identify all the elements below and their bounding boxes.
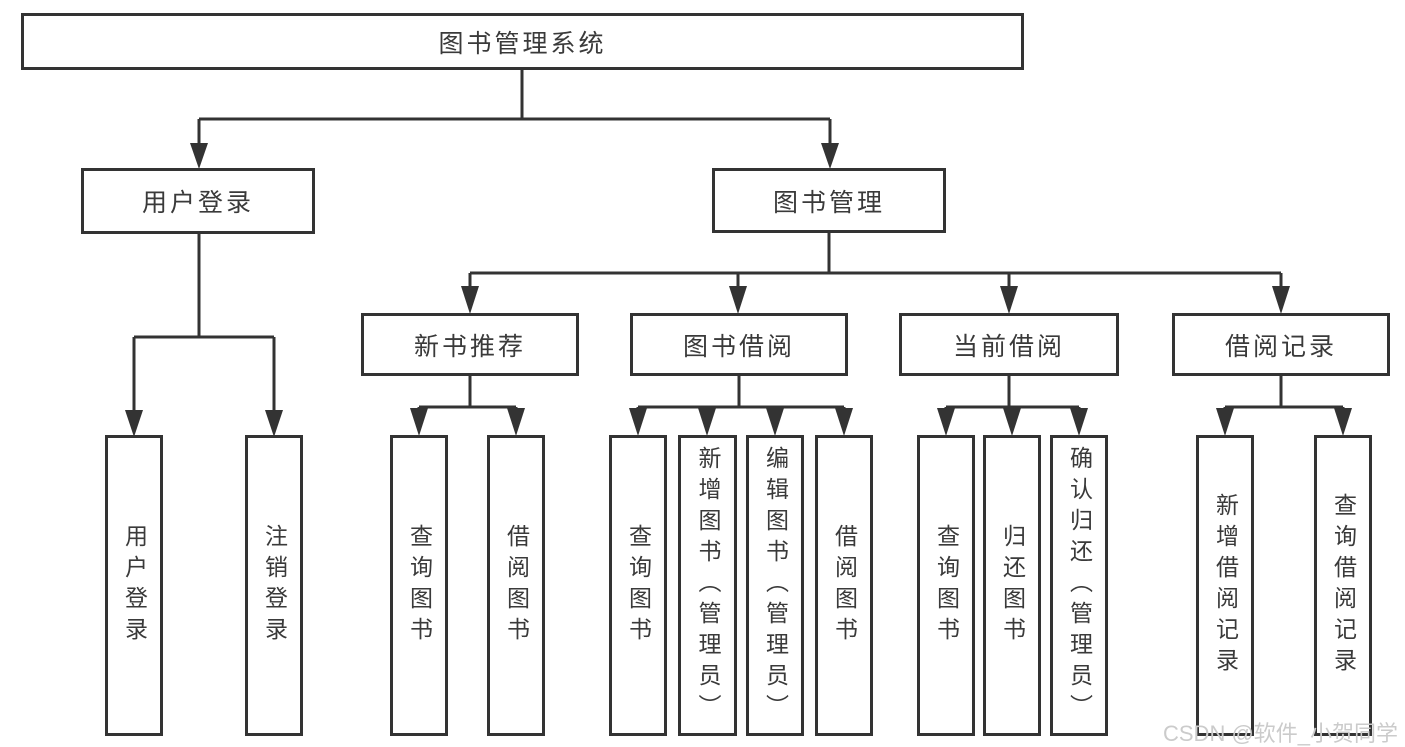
node-label: 图书管理 [772,188,885,217]
node-label: 新书推荐 [413,332,526,361]
node-borrowing-records: 借阅记录 [1172,313,1390,376]
node-book-management-system: 图书管理系统 [21,13,1024,70]
leaf-label: 查询借阅记录 [1330,492,1357,679]
leaf-label: 查询图书 [625,523,652,648]
leaf-query-books-current: 查询图书 [917,435,975,736]
node-label: 当前借阅 [952,332,1065,361]
leaf-borrow-books-newbook: 借阅图书 [487,435,545,736]
node-user-login: 用户登录 [81,168,315,234]
leaf-label: 借阅图书 [831,523,858,648]
csdn-watermark: CSDN @软件_小贺同学 [1163,721,1399,746]
node-book-borrowing: 图书借阅 [630,313,848,376]
leaf-query-books-borrow: 查询图书 [609,435,667,736]
leaf-add-borrow-record: 新增借阅记录 [1196,435,1254,736]
connector-paths [132,69,1345,413]
leaf-return-books: 归还图书 [983,435,1041,736]
leaf-borrow-books-borrow: 借阅图书 [815,435,873,736]
leaf-label: 归还图书 [999,523,1026,648]
leaf-label: 查询图书 [933,523,960,648]
node-label: 图书借阅 [682,332,795,361]
leaf-logout: 注销登录 [245,435,303,736]
leaf-user-login: 用户登录 [105,435,163,736]
leaf-edit-book-admin: 编辑图书（管理员） [746,435,804,736]
leaf-label: 确认归还（管理员） [1066,446,1093,725]
leaf-label: 新增图书（管理员） [695,446,721,725]
leaf-label: 编辑图书（管理员） [762,446,789,725]
leaf-query-books-newbook: 查询图书 [390,435,448,736]
leaf-label: 新增借阅记录 [1212,492,1239,679]
node-label: 用户登录 [141,189,254,217]
node-label: 借阅记录 [1224,332,1337,361]
leaf-query-borrow-record: 查询借阅记录 [1314,435,1372,736]
node-label: 图书管理系统 [438,29,607,58]
node-book-management: 图书管理 [712,168,946,233]
leaf-add-book-admin: 新增图书（管理员） [678,435,737,736]
arrowheads [125,143,1352,437]
node-new-book-recommendation: 新书推荐 [361,313,579,376]
leaf-label: 用户登录 [121,523,148,648]
leaf-label: 借阅图书 [503,523,530,648]
leaf-label: 查询图书 [406,523,433,648]
leaf-confirm-return-admin: 确认归还（管理员） [1050,435,1108,736]
leaf-label: 注销登录 [261,523,288,648]
node-current-borrowing: 当前借阅 [899,313,1119,376]
